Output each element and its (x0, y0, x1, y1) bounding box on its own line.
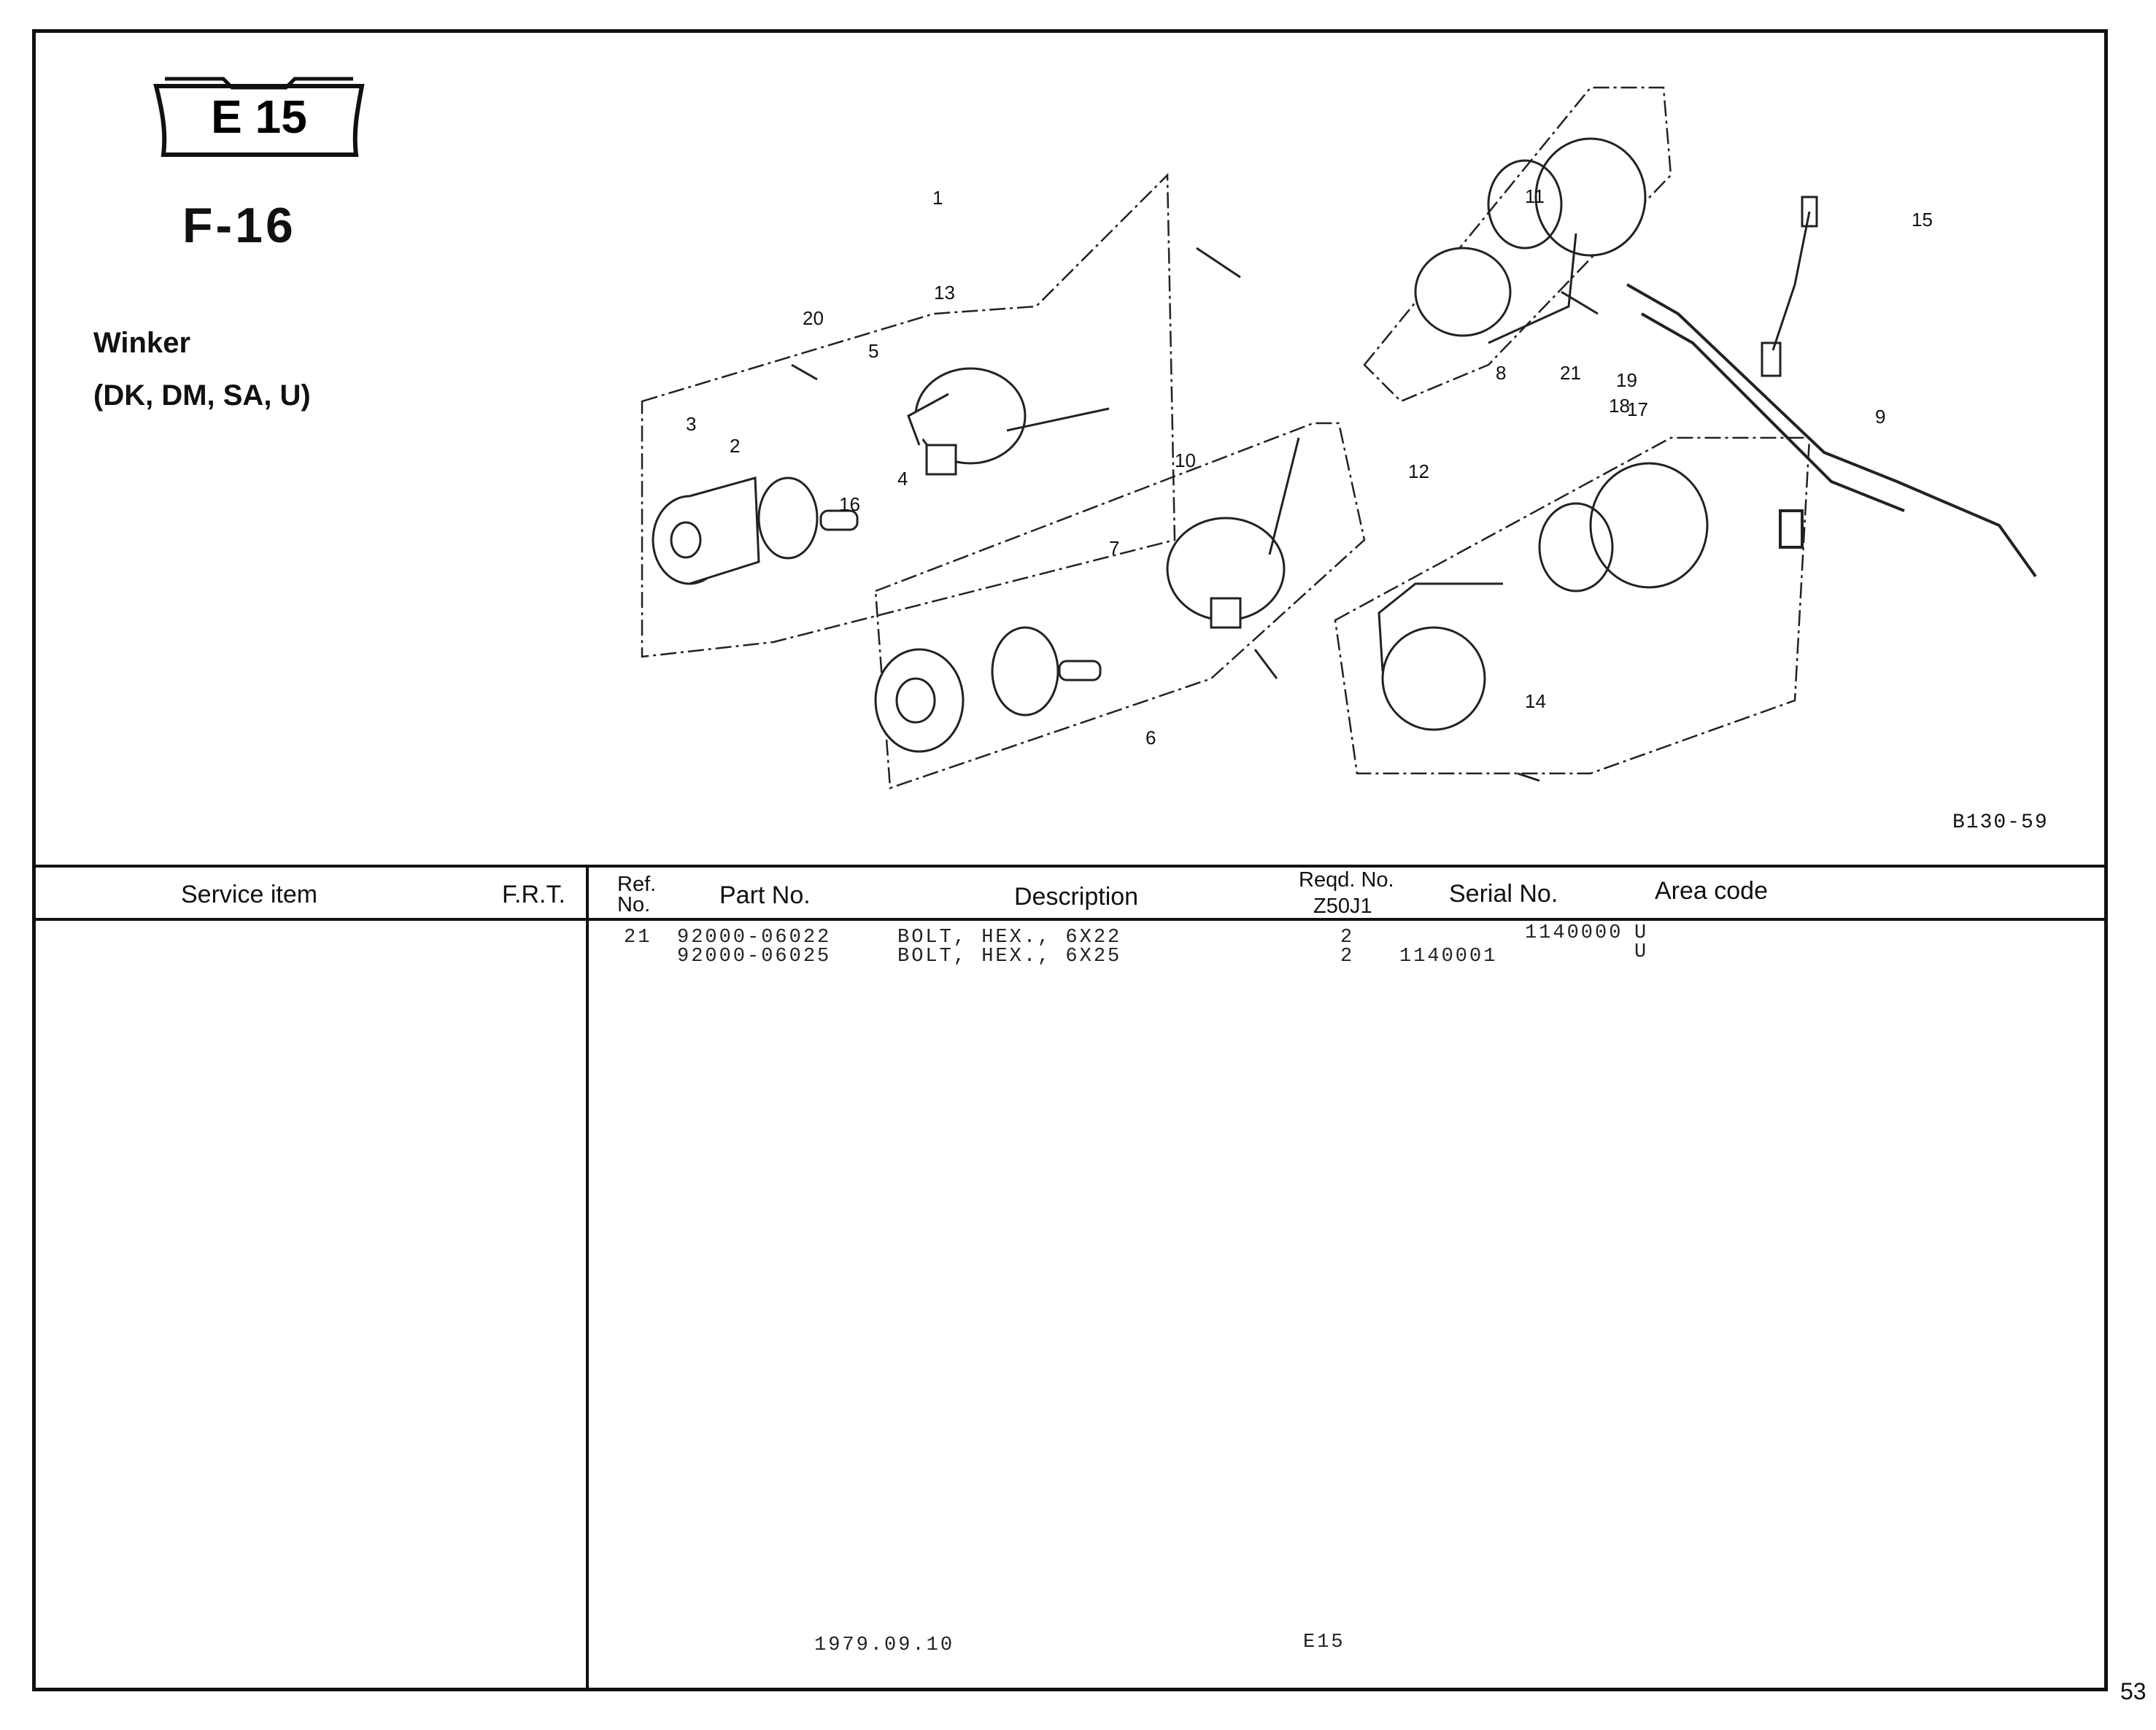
callout-18: 18 (1609, 395, 1630, 417)
table-header-rule (32, 918, 2108, 921)
footer-code: E15 (1303, 1631, 1345, 1653)
drawing-number: B130-59 (1952, 811, 2049, 834)
winker-rear-right (1378, 462, 1709, 731)
callout-9: 9 (1875, 406, 1885, 428)
row-serial-from: 1140001 (1399, 946, 1498, 968)
section-badge: E 15 (153, 77, 365, 157)
header-description: Description (1014, 883, 1139, 911)
winker-front-left (652, 367, 1110, 585)
callout-11: 11 (1525, 185, 1545, 207)
callout-2: 2 (730, 435, 740, 457)
table-column-divider (586, 865, 589, 1691)
callout-4: 4 (897, 468, 908, 490)
callout-19: 19 (1616, 369, 1637, 391)
callout-10: 10 (1175, 449, 1196, 471)
row-ref: 21 (624, 927, 652, 949)
print-date: 1979.09.10 (814, 1634, 955, 1656)
callout-20: 20 (803, 307, 824, 329)
callout-8: 8 (1496, 362, 1506, 384)
row-serial-to: 1140000 (1525, 922, 1623, 944)
winker-stay (1626, 283, 2037, 578)
page-frame (32, 29, 2108, 1691)
callout-5: 5 (868, 340, 878, 362)
callout-15: 15 (1912, 209, 1933, 231)
row-description: BOLT, HEX., 6X25 (897, 946, 1122, 968)
header-service-item: Service item (181, 881, 318, 908)
wire-harness (1761, 196, 1818, 377)
winker-front-right (874, 437, 1300, 753)
section-title: Winker (93, 327, 191, 359)
header-frt: F.R.T. (502, 881, 565, 908)
header-ref-no-line1: Ref. (617, 873, 657, 896)
exploded-parts-diagram: 1 2 3 4 5 6 7 8 9 10 11 12 13 14 15 16 1… (641, 86, 2037, 789)
row-area: U (1634, 922, 1649, 944)
row-qty: 2 (1340, 927, 1355, 949)
header-area-code: Area code (1655, 877, 1768, 905)
row-description: BOLT, HEX., 6X22 (897, 927, 1122, 949)
callout-labels: 1 2 3 4 5 6 7 8 9 10 11 12 13 14 15 16 1… (686, 185, 1933, 749)
header-part-no: Part No. (719, 881, 811, 909)
row-area: U (1634, 941, 1649, 963)
section-subtitle: (DK, DM, SA, U) (93, 379, 311, 412)
callout-14: 14 (1525, 690, 1546, 712)
winker-rear-left (1414, 137, 1647, 344)
table-top-rule (32, 865, 2108, 868)
callout-1: 1 (932, 187, 943, 209)
callout-3: 3 (686, 413, 696, 435)
callout-17: 17 (1627, 398, 1648, 420)
callout-6: 6 (1145, 727, 1156, 749)
badge-text: E 15 (211, 90, 307, 143)
header-ref-no-line2: No. (617, 893, 651, 916)
header-serial-no: Serial No. (1449, 880, 1558, 908)
row-part-no: 92000-06022 (677, 927, 832, 949)
header-reqd-no-line1: Reqd. No. (1299, 868, 1394, 892)
row-qty: 2 (1340, 946, 1355, 968)
page-number: 53 (2120, 1678, 2147, 1704)
callout-12: 12 (1408, 460, 1429, 482)
callout-13: 13 (934, 282, 955, 304)
callout-7: 7 (1109, 537, 1119, 559)
group-boundaries (641, 86, 1811, 789)
header-reqd-no-line2: Z50J1 (1313, 895, 1372, 918)
reference-code: F-16 (182, 198, 296, 253)
bolts (791, 247, 1599, 782)
callout-16: 16 (839, 493, 860, 515)
callout-21: 21 (1560, 362, 1581, 384)
row-part-no: 92000-06025 (677, 946, 832, 968)
